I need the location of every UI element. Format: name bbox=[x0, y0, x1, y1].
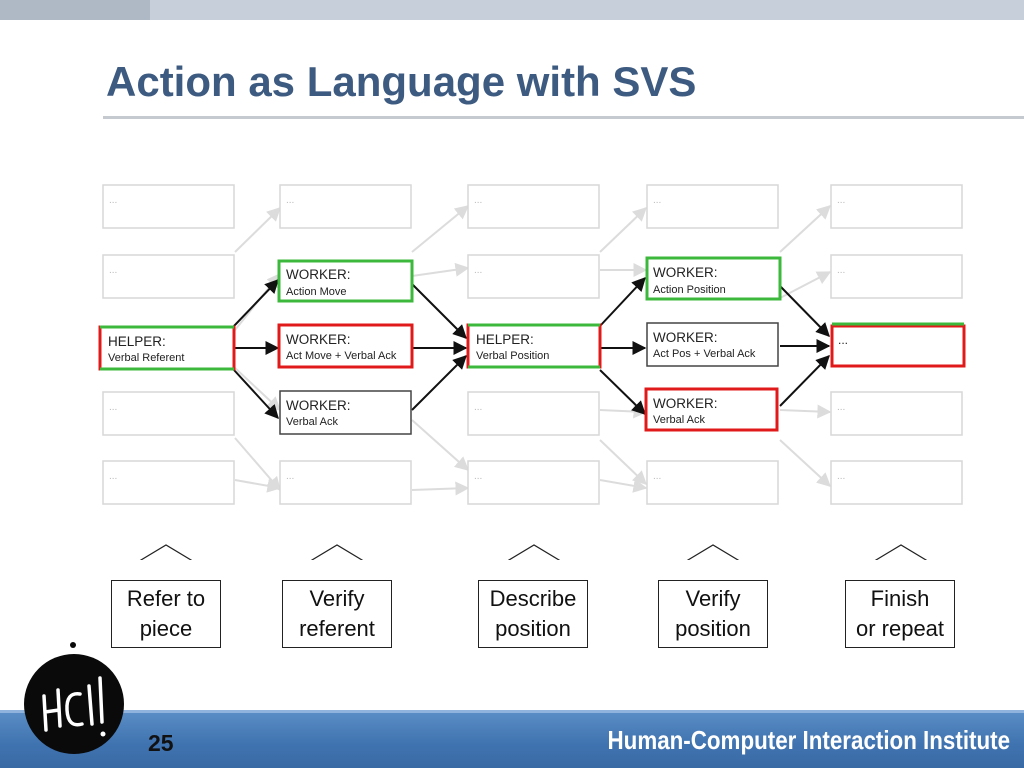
node-worker-action-position: WORKER: Action Position bbox=[645, 256, 782, 301]
node-worker-act-pos-verbal-ack: WORKER: Act Pos + Verbal Ack bbox=[646, 322, 779, 367]
up-arrow-4 bbox=[686, 544, 740, 560]
svg-text:WORKER:: WORKER: bbox=[653, 396, 718, 411]
slide-title: Action as Language with SVS bbox=[106, 58, 697, 105]
svg-text:...: ... bbox=[109, 402, 117, 413]
svg-text:...: ... bbox=[838, 333, 848, 347]
node-helper-verbal-referent: HELPER: Verbal Referent bbox=[98, 325, 236, 371]
svg-text:Verbal Referent: Verbal Referent bbox=[108, 352, 184, 364]
up-arrow-2 bbox=[310, 544, 364, 560]
svg-text:...: ... bbox=[837, 265, 845, 276]
svg-text:HELPER:: HELPER: bbox=[108, 334, 166, 349]
svg-text:WORKER:: WORKER: bbox=[286, 267, 351, 282]
svg-text:Act Pos + Verbal Ack: Act Pos + Verbal Ack bbox=[653, 348, 756, 360]
svg-text:...: ... bbox=[474, 471, 482, 482]
svg-text:...: ... bbox=[286, 195, 294, 206]
svg-text:Action Position: Action Position bbox=[653, 284, 726, 296]
svg-text:WORKER:: WORKER: bbox=[653, 330, 718, 345]
svg-text:Verbal Ack: Verbal Ack bbox=[653, 414, 705, 426]
node-helper-verbal-position: HELPER: Verbal Position bbox=[466, 323, 602, 369]
svg-text:Act Move + Verbal Ack: Act Move + Verbal Ack bbox=[286, 350, 397, 362]
svg-text:WORKER:: WORKER: bbox=[653, 265, 718, 280]
svg-text:...: ... bbox=[653, 471, 661, 482]
svg-text:WORKER:: WORKER: bbox=[286, 398, 351, 413]
svg-text:Verbal Ack: Verbal Ack bbox=[286, 416, 338, 428]
svg-text:...: ... bbox=[474, 195, 482, 206]
up-arrow-3 bbox=[507, 544, 561, 560]
main-transitions bbox=[233, 276, 831, 420]
slide-number: 25 bbox=[148, 730, 174, 756]
placeholder-boxes bbox=[102, 184, 963, 505]
hcii-logo bbox=[24, 642, 124, 754]
node-worker-verbal-ack-1: WORKER: Verbal Ack bbox=[279, 390, 412, 435]
top-bar bbox=[0, 0, 1024, 20]
node-final-placeholder: ... bbox=[830, 322, 966, 368]
svg-text:Action Move: Action Move bbox=[286, 286, 347, 298]
title-divider bbox=[103, 116, 1024, 119]
node-worker-verbal-ack-2: WORKER: Verbal Ack bbox=[644, 387, 779, 432]
svg-text:...: ... bbox=[286, 471, 294, 482]
up-arrow-5 bbox=[874, 544, 928, 560]
svs-state-diagram: ... ... ... ... ... ... ... ... ... ... … bbox=[98, 184, 966, 560]
institute-name: Human-Computer Interaction Institute bbox=[607, 725, 1010, 755]
node-worker-action-move: WORKER: Action Move bbox=[277, 259, 414, 303]
svg-text:...: ... bbox=[109, 265, 117, 276]
svg-text:...: ... bbox=[474, 265, 482, 276]
svg-text:...: ... bbox=[837, 195, 845, 206]
footer-bar bbox=[0, 710, 1024, 768]
svg-text:WORKER:: WORKER: bbox=[286, 332, 351, 347]
svg-text:...: ... bbox=[837, 402, 845, 413]
up-arrows bbox=[139, 544, 928, 560]
top-bar-accent bbox=[0, 0, 150, 20]
placeholder-ellipses: ... ... ... ... ... ... ... ... ... ... … bbox=[109, 195, 845, 482]
up-arrow-1 bbox=[139, 544, 193, 560]
svg-text:...: ... bbox=[837, 471, 845, 482]
node-worker-act-move-verbal-ack: WORKER: Act Move + Verbal Ack bbox=[277, 323, 414, 369]
svg-text:...: ... bbox=[474, 402, 482, 413]
svg-text:Verbal Position: Verbal Position bbox=[476, 350, 549, 362]
svg-text:HELPER:: HELPER: bbox=[476, 332, 534, 347]
svg-text:...: ... bbox=[109, 195, 117, 206]
svg-text:...: ... bbox=[653, 195, 661, 206]
footer-highlight bbox=[0, 710, 1024, 713]
svg-text:...: ... bbox=[109, 471, 117, 482]
